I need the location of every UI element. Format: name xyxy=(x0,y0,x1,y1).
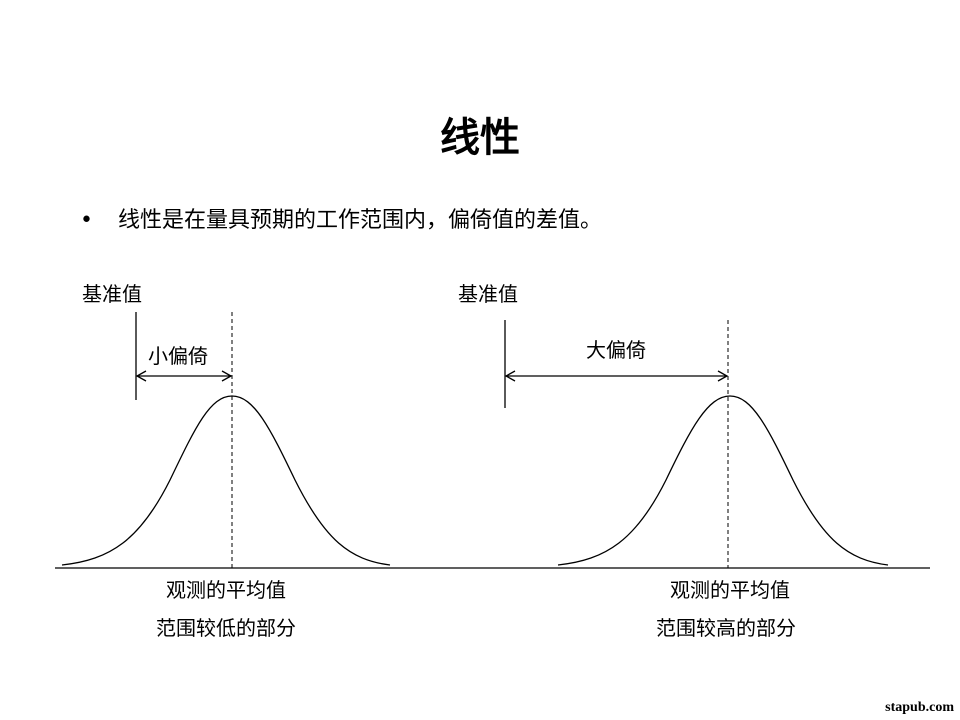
right-range-label: 范围较高的部分 xyxy=(656,616,796,640)
right-reference-label: 基准值 xyxy=(458,282,518,306)
watermark: stapub.com xyxy=(885,700,954,715)
slide-title: 线性 xyxy=(440,114,520,161)
right-mean-label: 观测的平均值 xyxy=(670,578,790,602)
bullet-symbol: • xyxy=(80,208,93,233)
bullet-item: • 线性是在量具预期的工作范围内，偏倚值的差值。 xyxy=(80,204,602,238)
bullet-text: 线性是在量具预期的工作范围内，偏倚值的差值。 xyxy=(118,208,603,233)
right-bias-arrow xyxy=(504,370,729,382)
left-reference-label: 基准值 xyxy=(82,282,142,306)
right-bias-label: 大偏倚 xyxy=(586,338,646,362)
left-distribution-curve xyxy=(61,395,391,566)
right-distribution-curve xyxy=(557,395,889,566)
left-bias-arrow xyxy=(135,370,233,382)
left-bias-label: 小偏倚 xyxy=(148,344,208,368)
left-range-label: 范围较低的部分 xyxy=(156,616,296,640)
left-mean-label: 观测的平均值 xyxy=(166,578,286,602)
